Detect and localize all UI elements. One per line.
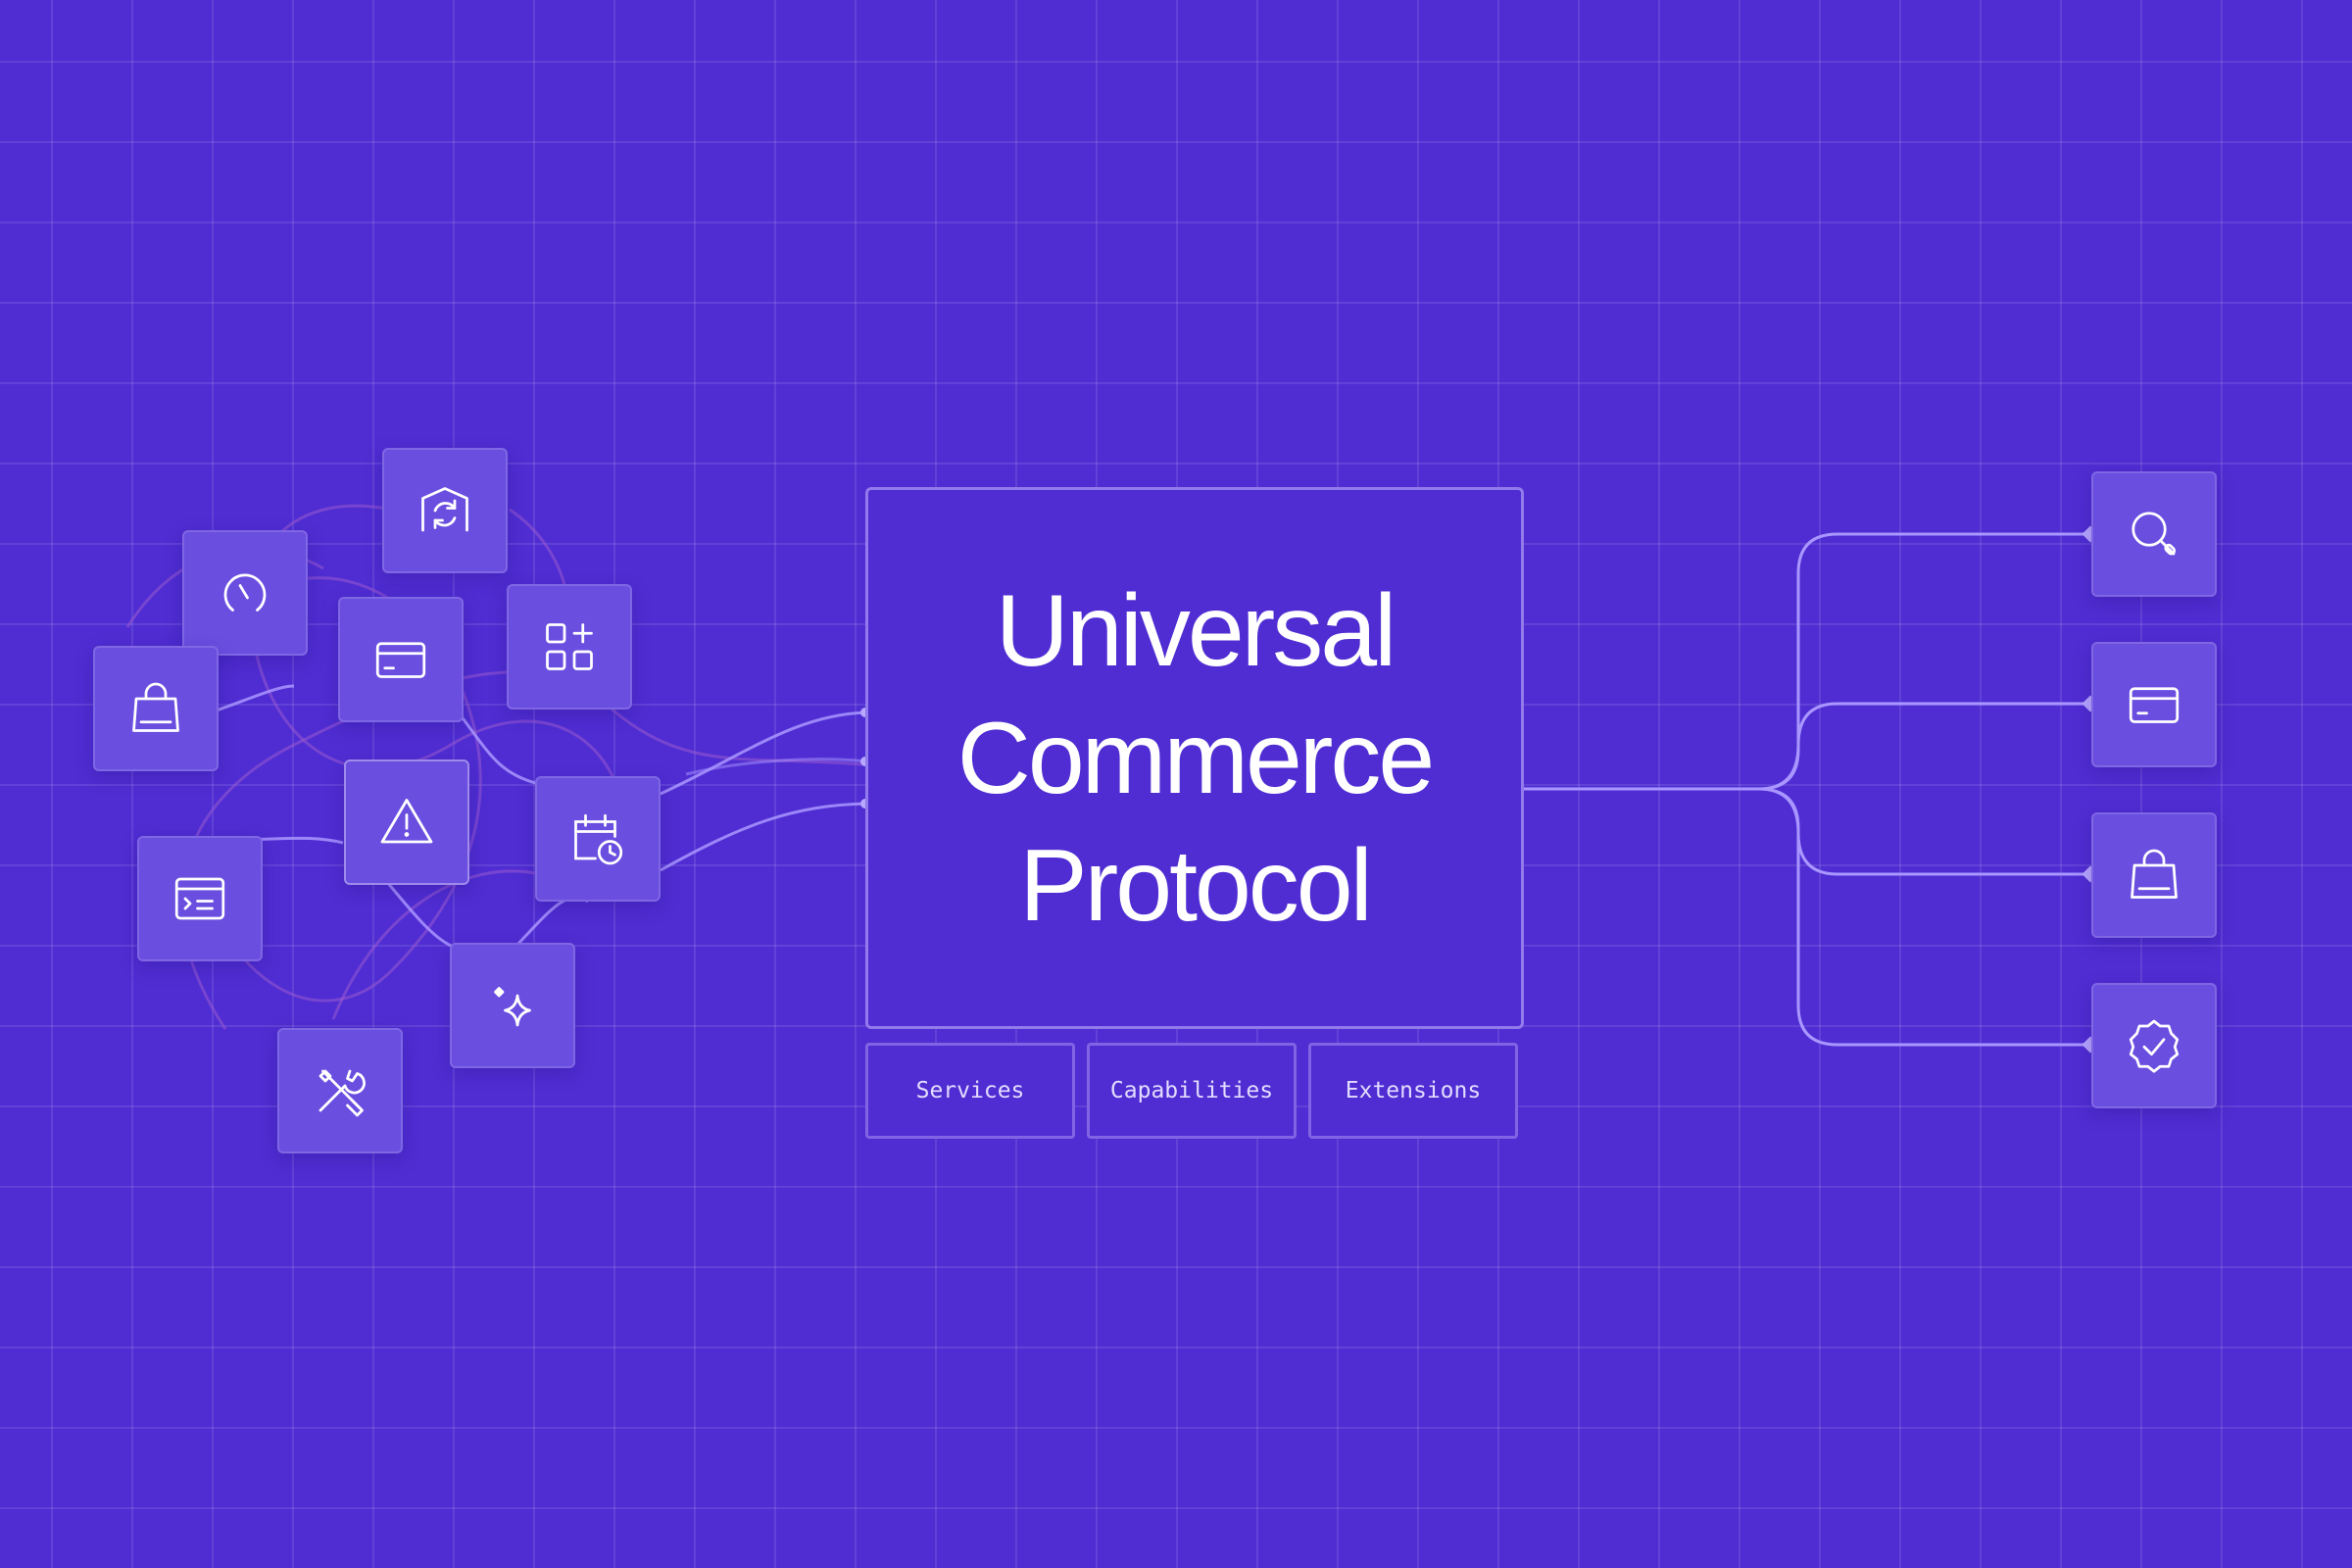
apps-add-tile[interactable] <box>507 584 632 710</box>
alert-tile[interactable] <box>344 760 469 885</box>
tools-icon <box>318 1069 366 1117</box>
speedometer-tile[interactable] <box>182 530 308 656</box>
credit-card-icon <box>375 642 426 678</box>
shopping-bag-tile[interactable] <box>93 646 219 771</box>
shopping-bag-tile-right[interactable] <box>2091 812 2217 938</box>
tab-capabilities[interactable]: Capabilities <box>1087 1043 1297 1139</box>
sparkles-tile[interactable] <box>450 943 575 1068</box>
credit-card-icon <box>2129 687 2180 723</box>
shopping-bag-icon <box>2131 849 2178 899</box>
tools-tile[interactable] <box>277 1028 403 1153</box>
protocol-hub: Universal Commerce Protocol <box>865 487 1524 1029</box>
hub-title-line-3: Protocol <box>1019 828 1373 943</box>
hub-title-line-2: Commerce <box>956 701 1436 815</box>
sparkles-icon <box>494 987 531 1027</box>
search-icon <box>2132 512 2177 556</box>
verified-badge-tile[interactable] <box>2091 983 2217 1108</box>
hub-title-line-1: Universal <box>995 573 1396 688</box>
tab-services[interactable]: Services <box>865 1043 1075 1139</box>
calendar-clock-icon <box>574 813 623 865</box>
alert-triangle-icon <box>380 799 433 844</box>
calendar-clock-tile[interactable] <box>535 776 661 902</box>
speedometer-icon <box>223 573 267 612</box>
shopping-bag-icon <box>132 682 179 732</box>
credit-card-tile[interactable] <box>338 597 464 722</box>
terminal-window-icon <box>174 877 225 920</box>
search-tile[interactable] <box>2091 471 2217 597</box>
verified-badge-icon <box>2129 1019 2180 1073</box>
tab-extensions[interactable]: Extensions <box>1308 1043 1518 1139</box>
apps-add-icon <box>546 623 593 670</box>
shop-sync-icon <box>421 487 468 532</box>
shop-sync-tile[interactable] <box>382 448 508 573</box>
credit-card-tile-right[interactable] <box>2091 642 2217 767</box>
terminal-window-tile[interactable] <box>137 836 263 961</box>
